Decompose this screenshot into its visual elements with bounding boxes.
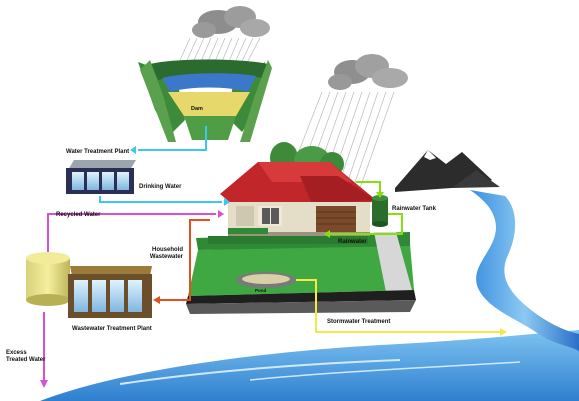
water-treatment-plant-label: Water Treatment Plant	[66, 149, 130, 155]
dam-label: Dam	[191, 106, 203, 112]
recycled-water-flow	[43, 213, 216, 380]
wastewater-flow	[160, 219, 210, 301]
recycled-water-arrows	[40, 210, 224, 388]
hedges	[208, 228, 368, 244]
rainwater-label: Rainwater	[338, 239, 367, 245]
stormwater-flow	[296, 279, 500, 333]
excess-treated-water-label: Excess Treated Water	[6, 350, 46, 363]
rainwater-arrows	[324, 192, 384, 238]
drinking-water-label: Drinking Water	[139, 184, 182, 190]
stormwater-treatment-label: Stormwater Treatment	[327, 319, 391, 325]
river	[470, 190, 579, 352]
household-wastewater-label: Household Wastewater	[149, 247, 183, 260]
lawn	[186, 232, 416, 314]
recycled-water-label: Recycled Water	[56, 212, 101, 218]
mountains	[395, 150, 500, 192]
pond-label: Pond	[255, 288, 267, 293]
drinking-water-arrows	[130, 146, 230, 206]
rainwater-tank	[372, 195, 388, 227]
wastewater-arrows	[153, 296, 160, 304]
sea	[40, 330, 579, 401]
wastewater-treatment-plant	[26, 252, 152, 318]
stormwater-arrows	[500, 328, 507, 336]
pond	[236, 272, 296, 288]
rainwater-flow	[330, 181, 403, 235]
rainwater-tank-label: Rainwater Tank	[392, 206, 436, 212]
cloud-house	[328, 54, 408, 90]
dam	[138, 59, 272, 142]
drinking-water-flow	[99, 126, 222, 203]
wastewater-treatment-plant-label: Wastewater Treatment Plant	[72, 326, 152, 332]
house	[220, 162, 376, 236]
water-treatment-plant	[66, 160, 136, 194]
cloud-dam	[192, 6, 270, 38]
